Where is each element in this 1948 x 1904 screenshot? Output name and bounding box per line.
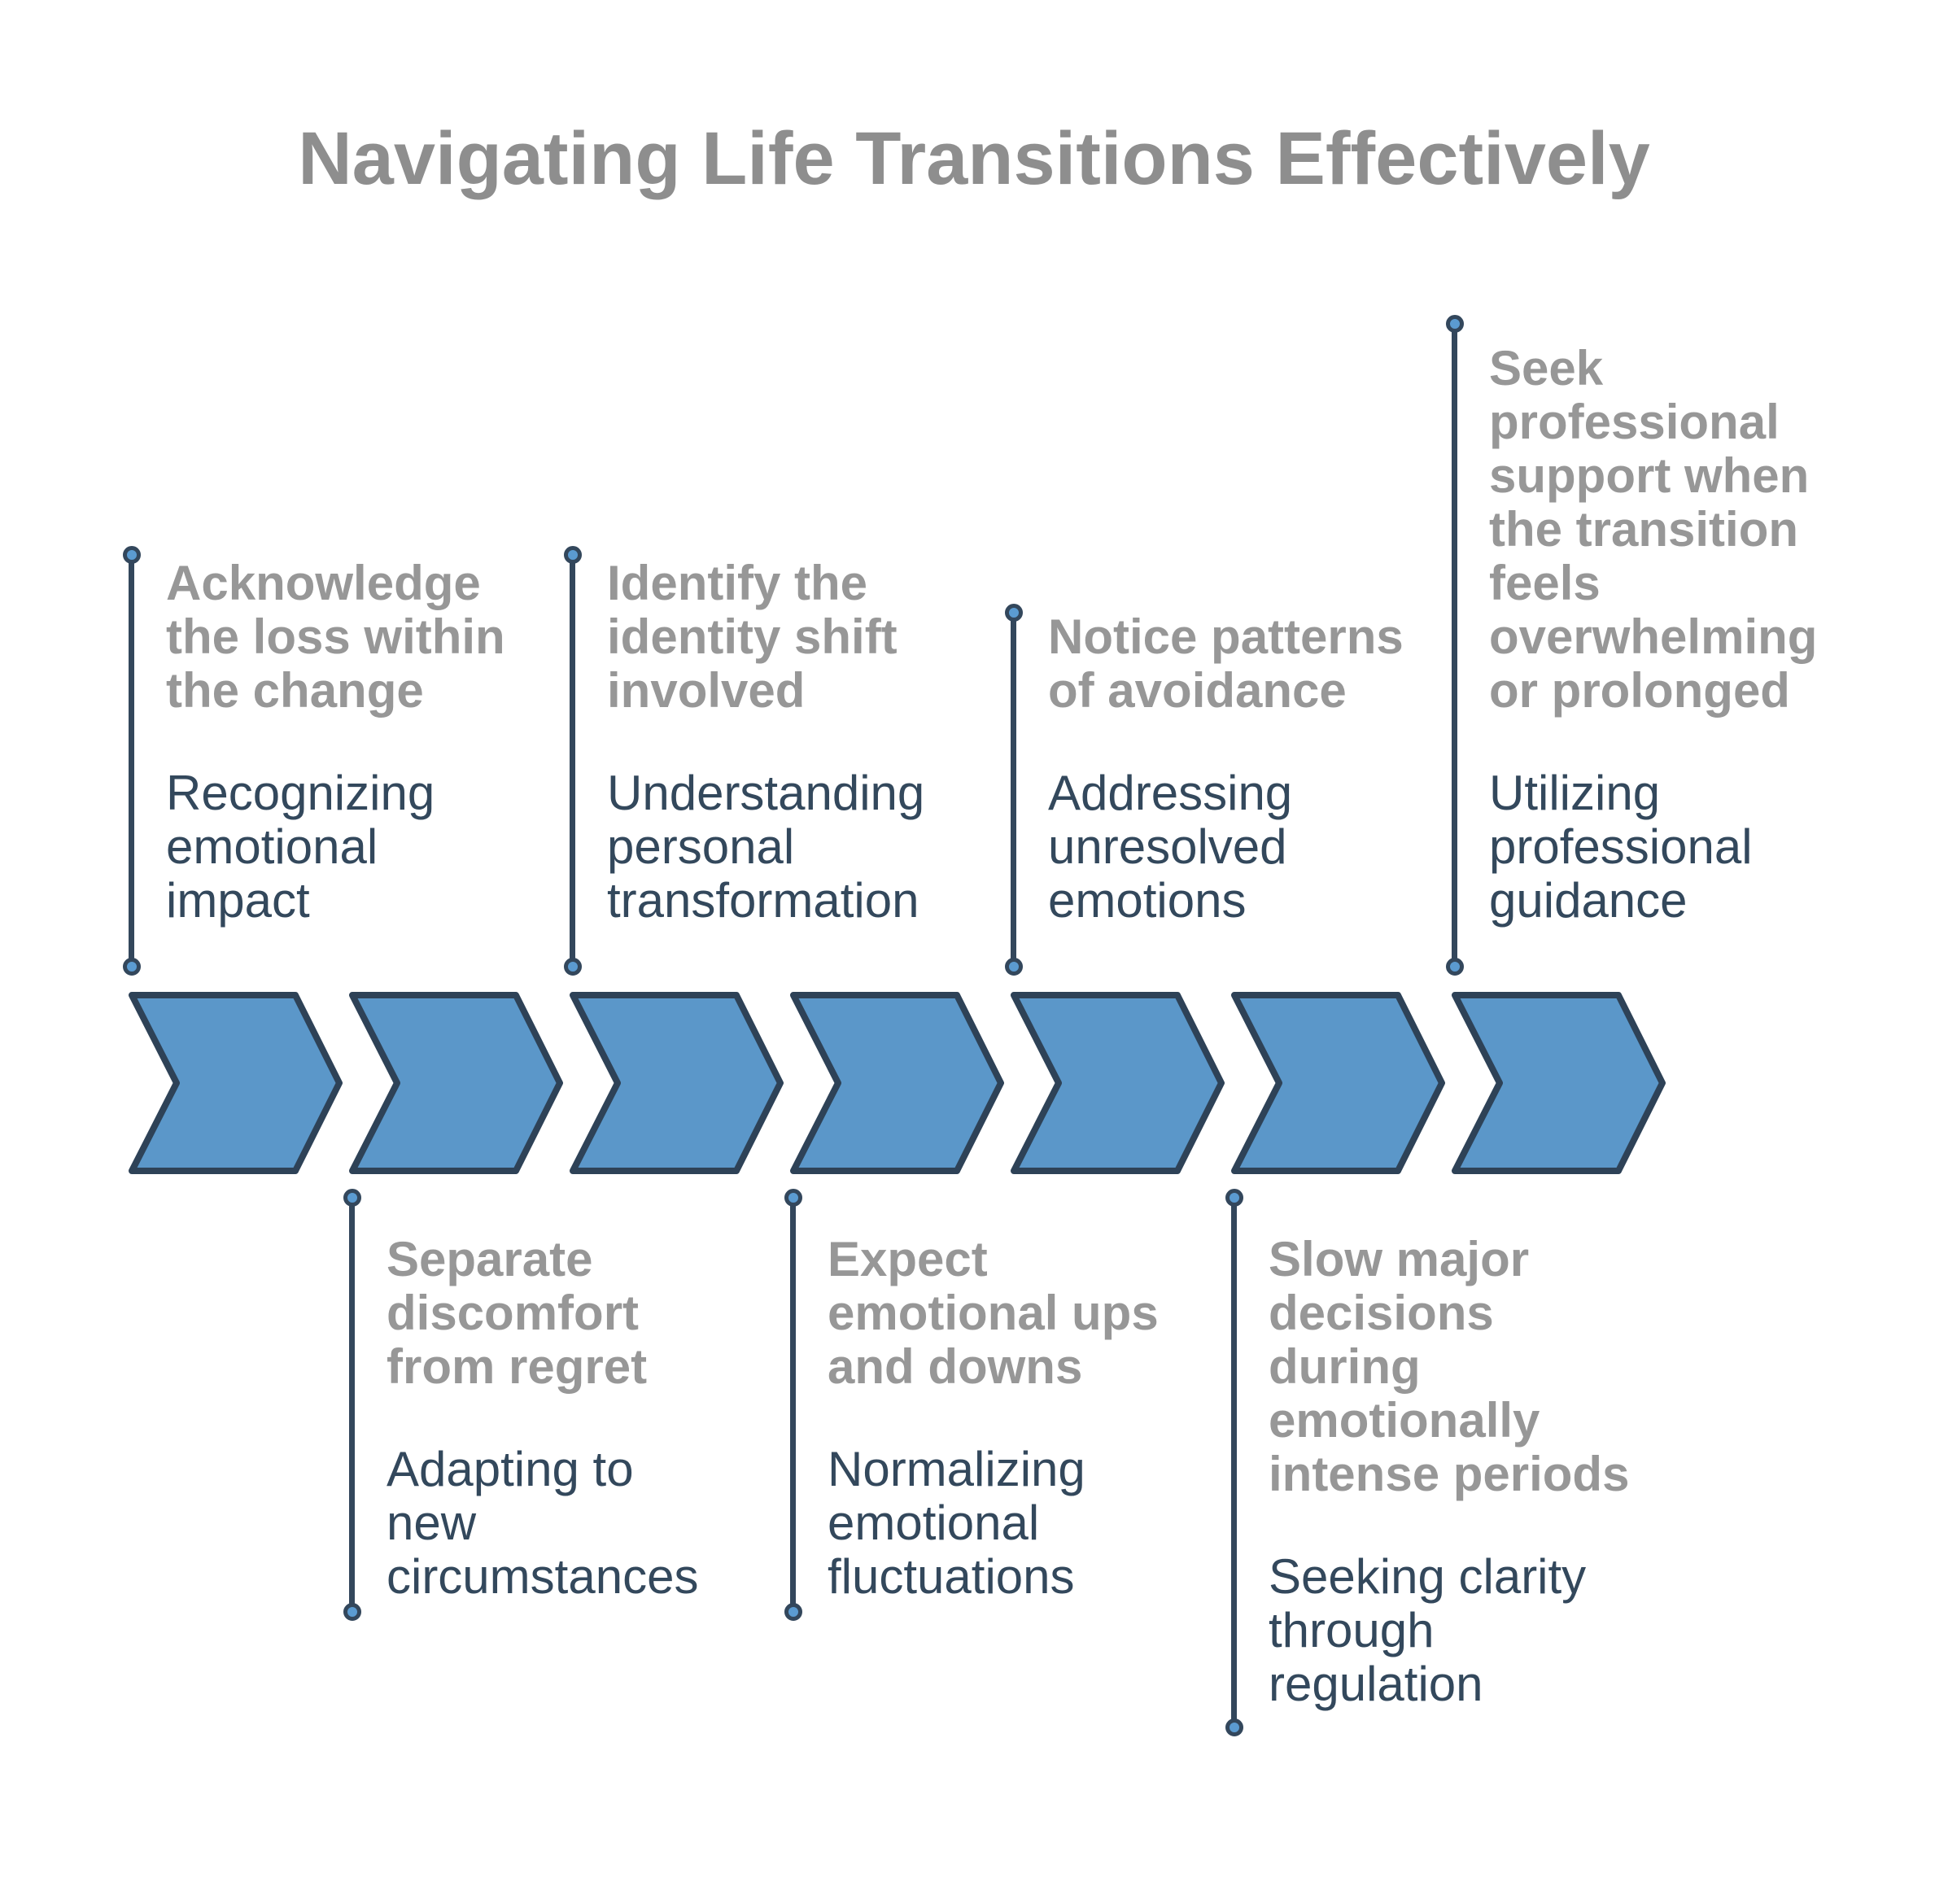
chevron-arrow-5 xyxy=(1011,992,1225,1174)
connector-dot-icon xyxy=(784,1603,802,1621)
step-1-body: Recognizing emotional impact xyxy=(166,766,435,928)
step-6-body: Seeking clarity through regulation xyxy=(1269,1549,1587,1711)
step-4-heading: Expect emotional ups and downs xyxy=(828,1232,1159,1394)
step-5-body: Addressing unresolved emotions xyxy=(1048,766,1293,928)
connector-dot-icon xyxy=(1445,315,1464,333)
chevron-arrow-7 xyxy=(1452,992,1666,1174)
step-2-text: Separate discomfort from regret Adapting… xyxy=(387,1233,777,1604)
connector-dot-icon xyxy=(343,1603,361,1621)
step-2-heading: Separate discomfort from regret xyxy=(387,1232,648,1394)
connector-line-step-2 xyxy=(343,1189,361,1621)
step-4-body: Normalizing emotional fluctuations xyxy=(828,1442,1085,1604)
chevron-arrow-4 xyxy=(790,992,1004,1174)
connector-line-step-7 xyxy=(1445,315,1464,976)
connector-line-step-4 xyxy=(784,1189,802,1621)
step-7-text: Seek professional support when the trans… xyxy=(1489,342,1880,928)
connector-line-step-5 xyxy=(1004,604,1023,976)
connector-line-step-3 xyxy=(563,546,582,976)
step-1-heading: Acknowledge the loss within the change xyxy=(166,556,505,718)
step-6-text: Slow major decisions during emotionally … xyxy=(1269,1233,1659,1711)
chevron-arrow-6 xyxy=(1231,992,1445,1174)
connector-dot-icon xyxy=(1004,604,1023,622)
step-7-heading: Seek professional support when the trans… xyxy=(1489,341,1818,718)
connector-dot-icon xyxy=(563,546,582,564)
page-title: Navigating Life Transitions Effectively xyxy=(298,117,1650,200)
step-3-heading: Identify the identity shift involved xyxy=(607,556,898,718)
timeline-arrow-band xyxy=(129,992,1666,1174)
connector-line-step-1 xyxy=(122,546,141,976)
chevron-arrow-3 xyxy=(570,992,784,1174)
step-1-text: Acknowledge the loss within the change R… xyxy=(166,557,557,928)
step-5-heading: Notice patterns of avoidance xyxy=(1048,609,1404,718)
step-5-text: Notice patterns of avoidance Addressing … xyxy=(1048,610,1439,928)
connector-dot-icon xyxy=(1225,1718,1243,1736)
step-7-body: Utilizing professional guidance xyxy=(1489,766,1753,928)
connector-dot-icon xyxy=(1225,1189,1243,1207)
step-3-body: Understanding personal transformation xyxy=(607,766,925,928)
connector-dot-icon xyxy=(1445,958,1464,976)
chevron-arrow-1 xyxy=(129,992,343,1174)
chevron-arrow-2 xyxy=(349,992,563,1174)
connector-dot-icon xyxy=(122,958,141,976)
connector-dot-icon xyxy=(563,958,582,976)
step-4-text: Expect emotional ups and downs Normalizi… xyxy=(828,1233,1218,1604)
step-3-text: Identify the identity shift involved Und… xyxy=(607,557,998,928)
connector-line-step-6 xyxy=(1225,1189,1243,1736)
step-2-body: Adapting to new circumstances xyxy=(387,1442,699,1604)
connector-dot-icon xyxy=(784,1189,802,1207)
connector-dot-icon xyxy=(122,546,141,564)
step-6-heading: Slow major decisions during emotionally … xyxy=(1269,1232,1630,1501)
connector-dot-icon xyxy=(343,1189,361,1207)
connector-dot-icon xyxy=(1004,958,1023,976)
